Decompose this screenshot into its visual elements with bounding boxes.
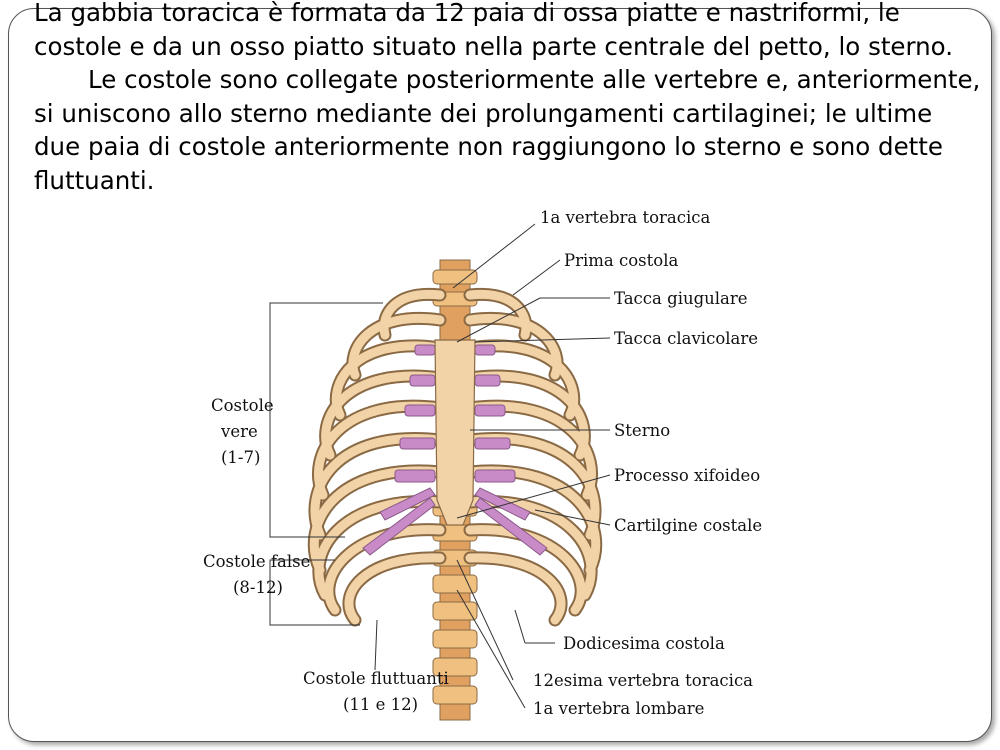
- label-twelfth-rib: Dodicesima costola: [563, 634, 725, 653]
- slide-text: La gabbia toracica è formata da 12 paia …: [34, 0, 984, 197]
- costal-cartilage: [362, 344, 548, 556]
- label-clavicular-notch: Tacca clavicolare: [614, 329, 758, 348]
- label-sternum: Sterno: [614, 421, 670, 440]
- label-backdrop: [205, 200, 765, 228]
- ribs-right-fill: [465, 289, 601, 625]
- label-floating-ribs-line1: Costole fluttuanti: [303, 669, 449, 688]
- label-true-ribs-line1: Costole: [211, 396, 274, 415]
- label-xiphoid-process: Processo xifoideo: [614, 466, 760, 485]
- paragraph-intro: La gabbia toracica è formata da 12 paia …: [34, 0, 954, 61]
- label-jugular-notch: Tacca giugulare: [614, 289, 748, 308]
- label-twelfth-thoracic-vertebra: 12esima vertebra toracica: [533, 671, 753, 690]
- label-first-lumbar-vertebra: 1a vertebra lombare: [533, 699, 704, 718]
- label-true-ribs-line2: vere: [220, 422, 258, 441]
- leader-lines: [269, 223, 611, 709]
- label-first-thoracic-vertebra: 1a vertebra toracica: [540, 208, 711, 227]
- label-false-ribs-line2: (8-12): [233, 578, 283, 597]
- label-first-rib: Prima costola: [564, 251, 678, 270]
- rib-cage-svg: 1a vertebra toracica Prima costola Tacca…: [203, 200, 765, 721]
- label-true-ribs-line3: (1-7): [221, 448, 260, 467]
- label-false-ribs-line1: Costole false: [203, 552, 310, 571]
- paragraph-ribs: Le costole sono collegate posteriormente…: [34, 65, 981, 195]
- rib-cage-diagram: 1a vertebra toracica Prima costola Tacca…: [195, 200, 775, 730]
- sternum: [434, 339, 476, 526]
- label-costal-cartilage: Cartilgine costale: [614, 516, 762, 535]
- ribs-left-fill: [309, 289, 445, 625]
- label-floating-ribs-line2: (11 e 12): [343, 695, 418, 714]
